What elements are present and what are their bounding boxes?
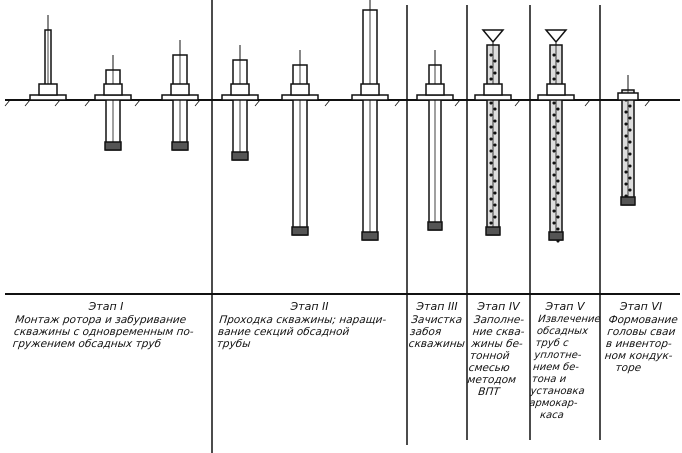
stage-title: Этап I [88, 300, 124, 313]
description-line: тона и [531, 374, 567, 385]
stage-description: Извлечение обсадных труб с уплотне- нием… [527, 314, 601, 422]
description-line: смесью [468, 362, 511, 374]
stage-title: Этап IV [477, 300, 520, 313]
pile-stage-drawing [416, 50, 454, 231]
description-line: в инвентор- [605, 338, 673, 350]
stage-title: Этап III [416, 300, 458, 313]
description-line: Заполне- [473, 314, 525, 326]
description-line: Формование [607, 314, 679, 326]
description-line: нием бе- [532, 362, 580, 373]
pile-stage-drawing [617, 75, 639, 206]
stage-description: Зачистка забоя скважины [408, 314, 468, 350]
description-line: торе [614, 362, 642, 374]
description-line: каса [539, 410, 565, 421]
description-line: головы сваи [606, 326, 677, 338]
description-line: ном кондук- [604, 350, 674, 362]
stage-description: Формование головы сваи в инвентор- ном к… [603, 314, 679, 374]
stage-description: Проходка скважины; наращи- вание секций … [216, 314, 387, 350]
pile-stage-drawing [161, 40, 199, 151]
description-line: труб с [534, 338, 570, 349]
description-line: гружением обсадных труб [12, 338, 162, 350]
description-line: трубы [216, 338, 252, 350]
pile-stage-drawing [29, 15, 67, 101]
description-line: ВПТ [477, 386, 501, 398]
description-line: забоя [409, 326, 442, 338]
description-line: вание секций обсадной [217, 326, 350, 338]
pile-stage-drawing [537, 29, 575, 243]
description-line: Зачистка [410, 314, 463, 326]
description-line: методом [466, 374, 517, 386]
pile-stage-drawing [94, 55, 132, 151]
description-line: Монтаж ротора и забуривание [14, 314, 187, 326]
description-line: Извлечение [537, 314, 602, 325]
description-line: установка [529, 386, 586, 397]
description-line: тонной [469, 350, 511, 362]
description-line: скважины с одновременным по- [13, 326, 195, 338]
stage-description: Монтаж ротора и забуривание скважины с о… [12, 314, 195, 350]
stage-description: Заполне- ние сква- жины бе- тонной смесь… [466, 314, 527, 398]
description-line: армокар- [528, 398, 579, 409]
description-line: ние сква- [471, 326, 526, 338]
pile-stage-drawing [474, 29, 512, 236]
stage-title: Этап VI [619, 300, 663, 313]
pile-stage-drawing [221, 45, 259, 161]
description-line: жины бе- [470, 338, 524, 350]
stage-title: Этап V [545, 300, 585, 313]
pile-stage-drawing [281, 50, 319, 236]
soil-hatching [4, 99, 651, 107]
description-line: обсадных [536, 326, 589, 337]
stage-title: Этап II [290, 300, 329, 313]
description-line: скважины [408, 338, 466, 350]
description-line: уплотне- [533, 350, 582, 361]
description-line: Проходка скважины; наращи- [218, 314, 387, 326]
pile-stage-drawing [351, 0, 389, 241]
